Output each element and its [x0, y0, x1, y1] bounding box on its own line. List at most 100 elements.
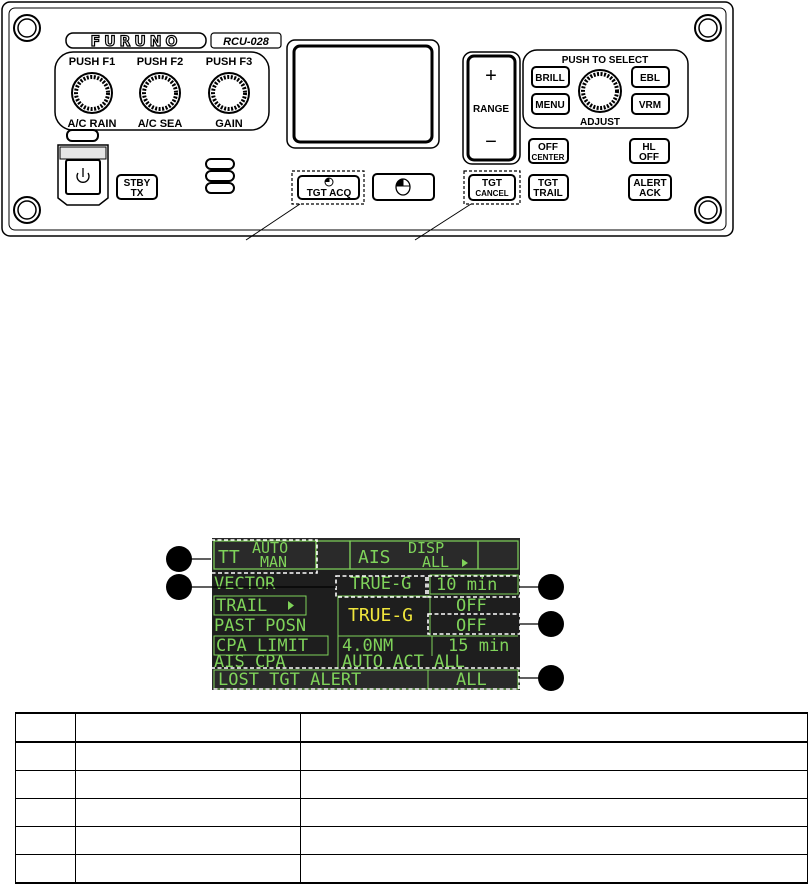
lcd-vector-mode: TRUE-G: [350, 574, 411, 594]
screw-icon: [694, 14, 722, 42]
callout-marker: [166, 546, 192, 572]
table-cell: [15, 798, 76, 827]
lcd-cpa-limit: CPA LIMIT: [216, 636, 308, 656]
knob-f1-dial[interactable]: [74, 75, 110, 111]
mouse-button[interactable]: [372, 173, 435, 201]
table-cell: [300, 770, 808, 799]
table-cell: [15, 741, 76, 771]
tgt-cancel-line2: CANCEL: [475, 189, 508, 198]
hl-off-button[interactable]: [629, 138, 670, 164]
panel-inner-frame: [8, 7, 727, 231]
callout-marker: [166, 574, 192, 600]
callout-marker: [538, 574, 564, 600]
knob-f1[interactable]: PUSH F1 A/C RAIN: [68, 56, 117, 130]
lcd-vector: VECTOR: [214, 574, 276, 594]
trackball-window[interactable]: [292, 44, 434, 144]
table-cell: [75, 854, 301, 884]
lcd-vector-time: 10 min: [436, 575, 497, 595]
lcd-menu-graphic: TT AUTO MAN AIS DISP ALL VECTOR TRUE-G 1…: [212, 538, 520, 690]
lcd-cpa-limit-box[interactable]: [213, 635, 329, 656]
hl-off-line1: HL: [642, 142, 655, 153]
table-cell: [15, 770, 76, 799]
knob-f3[interactable]: PUSH F3 GAIN: [206, 56, 252, 130]
table-row: [15, 798, 808, 827]
knob-f3-bottom-label: GAIN: [215, 118, 243, 130]
lcd-past-posn: PAST POSN: [214, 616, 306, 636]
knob-f1-top-label: PUSH F1: [69, 56, 115, 68]
leader-line-tgt-cancel: [414, 203, 472, 241]
brand-logo-frame: [65, 32, 207, 49]
hl-off-line2: OFF: [639, 152, 659, 163]
alert-ack-line1: ALERT: [633, 178, 666, 189]
table-cell: [300, 741, 808, 771]
mouse-icon: [324, 177, 334, 187]
knob-f3-dial[interactable]: [211, 75, 247, 111]
lcd-trail-box[interactable]: [213, 595, 307, 616]
table-header-row: [15, 712, 808, 743]
status-lamp: [205, 170, 235, 182]
table-cell: [300, 826, 808, 855]
table-cell: [300, 854, 808, 884]
lcd-trail-mode: TRUE-G: [348, 605, 413, 626]
callout-box-tt: [210, 539, 318, 574]
range-minus: −: [485, 131, 497, 153]
description-table: [15, 712, 808, 884]
adjust-label: ADJUST: [580, 117, 620, 128]
lcd-auto: AUTO: [252, 539, 288, 557]
lcd-ais: AIS: [358, 547, 391, 568]
lcd-disp: DISP: [408, 539, 444, 557]
tgt-trail-button[interactable]: [528, 174, 569, 201]
control-panel: FURUNO RCU-028 PUSH F1 A/C RAIN PUSH F2 …: [1, 1, 734, 241]
menu-button[interactable]: [531, 93, 570, 115]
ebl-button[interactable]: [631, 66, 670, 88]
callout-box-lost-tgt: [210, 667, 520, 690]
table-row: [15, 770, 808, 799]
screw-icon: [13, 196, 41, 224]
table-row: [15, 854, 808, 884]
lcd-trail: TRAIL: [216, 596, 267, 616]
tgt-cancel-line1: TGT: [482, 178, 502, 189]
table-cell: [300, 712, 808, 743]
knob-f1-bottom-label: A/C RAIN: [68, 118, 117, 130]
callout-box-vector-mode: [335, 575, 427, 598]
table-cell: [75, 741, 301, 771]
adjust-knob[interactable]: [581, 72, 619, 110]
knob-f2-dial[interactable]: [142, 75, 178, 111]
lcd-arrow-icon: [288, 601, 294, 610]
callout-marker: [538, 665, 564, 691]
screw-icon: [694, 196, 722, 224]
callout-marker: [538, 611, 564, 637]
mouse-icon: [395, 178, 411, 196]
alert-ack-button[interactable]: [628, 174, 672, 201]
brill-button[interactable]: [531, 66, 570, 88]
tgt-cancel-button[interactable]: [468, 174, 516, 201]
off-center-button[interactable]: [528, 138, 569, 164]
screw-icon: [13, 14, 41, 42]
tgt-acq-label: TGT ACQ: [307, 188, 352, 199]
tgt-trail-line2: TRAIL: [533, 188, 562, 199]
alert-ack-line2: ACK: [639, 188, 661, 199]
lcd-tt: TT: [218, 547, 240, 568]
tgt-acq-button[interactable]: [297, 175, 360, 200]
table-cell: [15, 854, 76, 884]
lcd-ais-cpa-value: AUTO ACT ALL: [342, 652, 465, 672]
tgt-trail-line1: TGT: [538, 178, 558, 189]
callout-box-vector-time: [427, 575, 521, 598]
lcd-lost-tgt-value: ALL: [456, 670, 487, 690]
range-key[interactable]: [466, 54, 517, 162]
lcd-man: MAN: [260, 553, 287, 571]
table-cell: [15, 826, 76, 855]
leader-line-tgt-acq: [245, 203, 301, 241]
lcd-arrow-icon: [462, 559, 468, 567]
knob-f2[interactable]: PUSH F2 A/C SEA: [137, 56, 183, 130]
menu-label: MENU: [535, 100, 564, 111]
vrm-button[interactable]: [631, 93, 670, 115]
tgt-cancel-highlight: [463, 170, 521, 205]
stby-tx-button[interactable]: [116, 174, 158, 200]
status-lamp: [205, 158, 235, 170]
stby-tx-line2: TX: [131, 188, 144, 199]
lcd-cpa-nm: 4.0NM: [342, 636, 393, 656]
brand-logo: FURUNO: [91, 34, 182, 50]
tgt-acq-highlight: [291, 170, 365, 205]
knob-f3-top-label: PUSH F3: [206, 56, 252, 68]
